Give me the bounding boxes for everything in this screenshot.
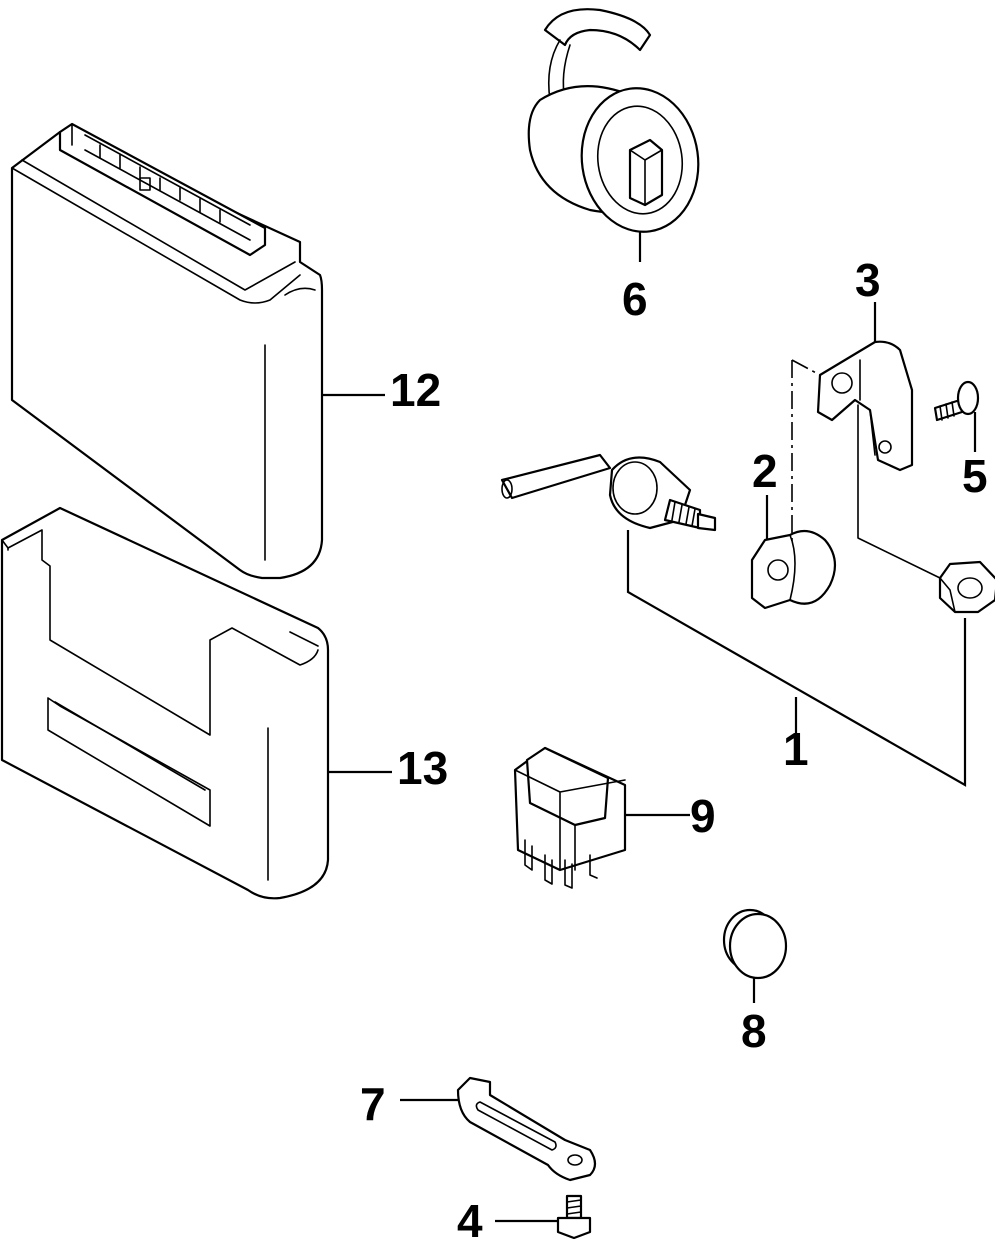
callout-5: 5 — [962, 450, 988, 502]
switch-6[interactable] — [527, 8, 708, 262]
callout-9: 9 — [690, 790, 716, 842]
assembly-line-group-1 — [626, 530, 967, 787]
ecu-module-12[interactable] — [10, 122, 324, 580]
ecu-bracket-13[interactable] — [0, 506, 330, 900]
callout-7: 7 — [360, 1078, 386, 1130]
sensor-1[interactable] — [500, 453, 717, 532]
plug-8[interactable] — [722, 908, 788, 1003]
relay-9[interactable] — [513, 746, 690, 889]
centerline-bracket — [791, 359, 821, 376]
nut[interactable] — [938, 560, 995, 614]
bolt-4[interactable] — [495, 1194, 592, 1239]
strap-7[interactable] — [400, 1076, 597, 1182]
callout-2: 2 — [752, 445, 778, 497]
callout-12: 12 — [390, 364, 441, 416]
clip-2[interactable] — [750, 495, 837, 610]
callout-4: 4 — [457, 1195, 483, 1239]
centerline-nut — [857, 404, 941, 579]
callout-3: 3 — [855, 254, 881, 306]
callout-13: 13 — [397, 742, 448, 794]
bracket-3[interactable] — [816, 302, 914, 472]
callout-6: 6 — [622, 273, 648, 325]
callout-1: 1 — [783, 723, 809, 775]
screw-5[interactable] — [933, 380, 980, 452]
callout-8: 8 — [741, 1005, 767, 1057]
